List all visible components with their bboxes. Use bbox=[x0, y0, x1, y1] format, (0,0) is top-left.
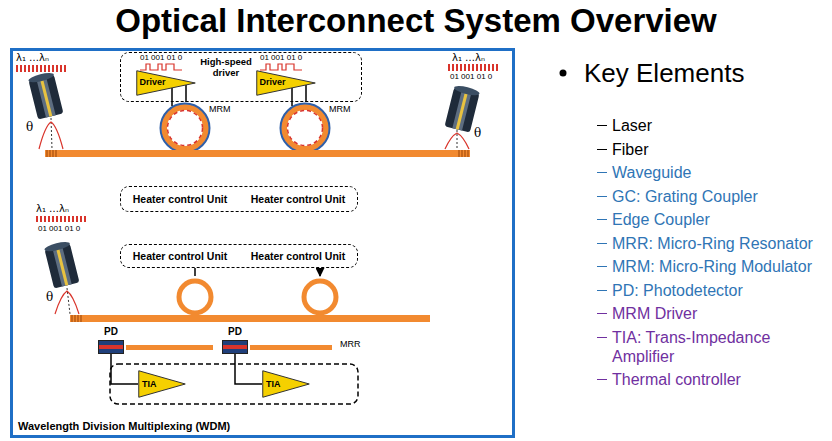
signal-wire bbox=[235, 354, 262, 384]
list-item: Laser bbox=[612, 116, 652, 135]
list-item: MRR: Micro-Ring Resonator bbox=[612, 234, 813, 253]
list-dash bbox=[597, 149, 607, 150]
list-dash bbox=[597, 290, 607, 291]
tia-amplifier: TIA bbox=[138, 370, 186, 398]
bit-pattern: 01 001 01 0 bbox=[38, 224, 80, 234]
list-dash bbox=[597, 196, 607, 197]
heater-arrow bbox=[195, 268, 320, 276]
photodetector: PD bbox=[222, 326, 248, 354]
list-dash bbox=[597, 266, 607, 267]
list-dash bbox=[597, 337, 607, 338]
list-dash bbox=[597, 125, 607, 126]
photodetector-chip bbox=[98, 340, 124, 354]
list-item: TIA: Trans-Impedance Amplifier bbox=[612, 328, 826, 366]
node-label: Heater control Unit bbox=[251, 250, 346, 262]
list-item: Edge Coupler bbox=[612, 210, 710, 229]
list-dash bbox=[597, 313, 607, 314]
list-item: Waveguide bbox=[612, 163, 691, 182]
list-item: GC: Grating Coupler bbox=[612, 187, 758, 206]
optical-fiber bbox=[28, 71, 481, 288]
node-label: TIA bbox=[266, 380, 281, 389]
coupling-beam bbox=[39, 118, 469, 314]
wavelength-label: λ₁ …λₙ bbox=[16, 52, 49, 64]
driver-amplifier: Driver bbox=[256, 70, 316, 96]
node-label: Heater control Unit bbox=[133, 250, 228, 262]
node-label: Wavelength Division Multiplexing (WDM) bbox=[18, 420, 512, 432]
signal-wire bbox=[111, 354, 138, 384]
list-dash bbox=[597, 172, 607, 173]
bullet bbox=[560, 70, 567, 77]
list-item: MRM Driver bbox=[612, 304, 697, 323]
list-item: Thermal controller bbox=[612, 370, 741, 389]
bit-pattern: 01 001 01 0 bbox=[260, 53, 302, 63]
waveguide bbox=[45, 150, 470, 350]
list-item: PD: Photodetector bbox=[612, 281, 743, 300]
angle-label: θ bbox=[26, 120, 33, 134]
list-heading: Key Elements bbox=[584, 57, 744, 89]
ring-label: MRR bbox=[340, 339, 361, 350]
ring-label: MRM bbox=[209, 104, 231, 115]
node-label: TIA bbox=[142, 380, 157, 389]
node-label: High-speed driver bbox=[197, 56, 255, 78]
list-dash bbox=[597, 219, 607, 220]
driver-amplifier: Driver bbox=[136, 70, 196, 96]
micro-ring-modulator bbox=[161, 104, 330, 153]
bit-pattern: 01 001 01 0 bbox=[140, 53, 182, 63]
tia-group-box bbox=[110, 364, 358, 404]
wdm-frame: Wavelength Division Multiplexing (WDM) Hi… bbox=[10, 48, 515, 438]
angle-label: θ bbox=[474, 126, 481, 140]
node-label: Driver bbox=[140, 78, 166, 87]
bit-pattern: 01 001 01 0 bbox=[450, 72, 492, 82]
heater-control-box: Heater control Unit Heater control Unit bbox=[120, 244, 358, 268]
heater-control-box: Heater control Unit Heater control Unit bbox=[120, 186, 358, 212]
node-label: Driver bbox=[260, 78, 286, 87]
micro-ring-resonator bbox=[179, 281, 336, 313]
node-label: Heater control Unit bbox=[251, 193, 346, 205]
ring-label: MRM bbox=[329, 104, 351, 115]
list-item: Fiber bbox=[612, 140, 648, 159]
slide-title: Optical Interconnect System Overview bbox=[0, 0, 832, 42]
list-dash bbox=[597, 243, 607, 244]
angle-label: θ bbox=[46, 290, 53, 304]
wdm-signal-band bbox=[16, 64, 500, 222]
tia-amplifier: TIA bbox=[262, 370, 310, 398]
wavelength-label: λ₁ …λₙ bbox=[36, 203, 69, 215]
node-label: PD bbox=[98, 326, 124, 338]
list-dash bbox=[597, 379, 607, 380]
photodetector: PD bbox=[98, 326, 124, 354]
node-label: Heater control Unit bbox=[133, 193, 228, 205]
list-item: MRM: Micro-Ring Modulator bbox=[612, 257, 812, 276]
photodetector-chip bbox=[222, 340, 248, 354]
node-label: PD bbox=[222, 326, 248, 338]
wavelength-label: λ₁ …λₙ bbox=[452, 52, 485, 64]
